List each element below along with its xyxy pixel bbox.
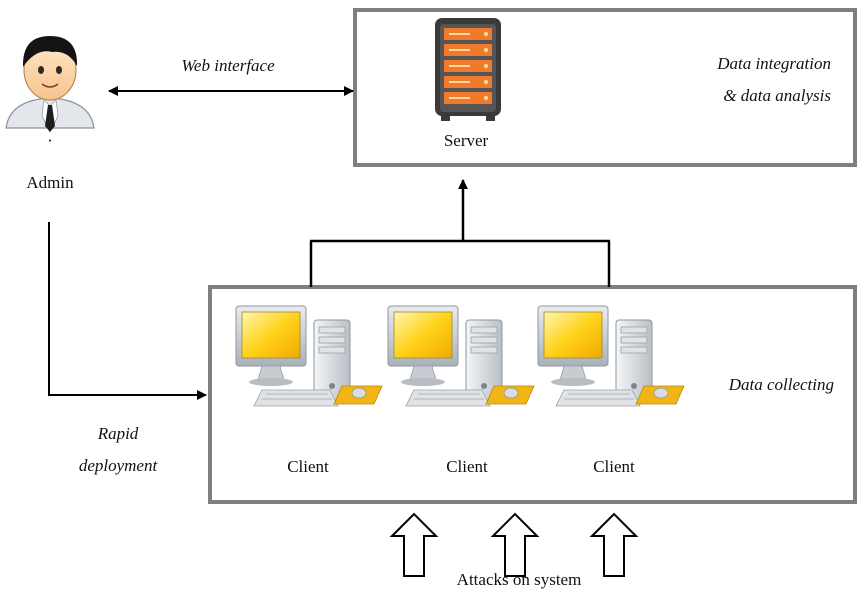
deployment-line1: Rapid: [97, 424, 139, 443]
server-note-line2: & data analysis: [723, 86, 831, 105]
admin-dot: ·: [47, 131, 53, 150]
clients-note: Data collecting: [728, 375, 834, 394]
attack-arrow-icon: [391, 513, 437, 577]
attack-arrow-icon: [492, 513, 538, 577]
attacks-label: Attacks on system: [457, 570, 582, 589]
server-label: Server: [444, 131, 489, 150]
client-2: Client: [387, 305, 535, 476]
server-rack-icon: [435, 18, 501, 121]
deployment-line2: deployment: [79, 456, 159, 475]
web-interface-label: Web interface: [181, 56, 275, 75]
client-label: Client: [287, 457, 329, 476]
rapid-deployment-arrow: [48, 222, 207, 400]
client-3: Client: [537, 305, 685, 476]
admin-label: Admin: [26, 173, 74, 192]
admin-avatar-icon: [5, 36, 95, 133]
server-note-line1: Data integration: [716, 54, 831, 73]
client-label: Client: [446, 457, 488, 476]
clients-to-server-connector: [309, 179, 611, 287]
attack-arrow-icon: [591, 513, 637, 577]
client-label: Client: [593, 457, 635, 476]
client-1: Client: [235, 305, 383, 476]
